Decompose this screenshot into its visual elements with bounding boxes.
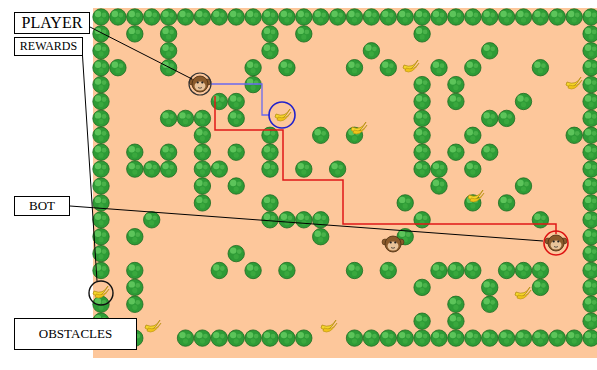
- callout-box: PLAYER: [14, 12, 90, 34]
- obstacles-label: OBSTACLES: [39, 327, 112, 341]
- bot-label: BOT: [29, 199, 55, 213]
- leader-lines: [70, 27, 543, 281]
- characters: [189, 76, 567, 252]
- callout-box: OBSTACLES: [14, 318, 137, 350]
- callout-box: BOT: [14, 196, 70, 216]
- reward-ring: [89, 281, 113, 305]
- rewards-label: REWARDS: [20, 40, 77, 53]
- ground: [93, 8, 597, 358]
- player-path: [210, 84, 270, 115]
- target-ring: [269, 102, 295, 128]
- player-ring: [189, 73, 211, 95]
- rewards: [93, 60, 582, 332]
- player-label: PLAYER: [22, 14, 83, 32]
- bot-ring: [544, 231, 568, 255]
- bot-path: [215, 96, 556, 234]
- callout-box: REWARDS: [14, 37, 83, 56]
- obstacle-bushes: [93, 9, 597, 347]
